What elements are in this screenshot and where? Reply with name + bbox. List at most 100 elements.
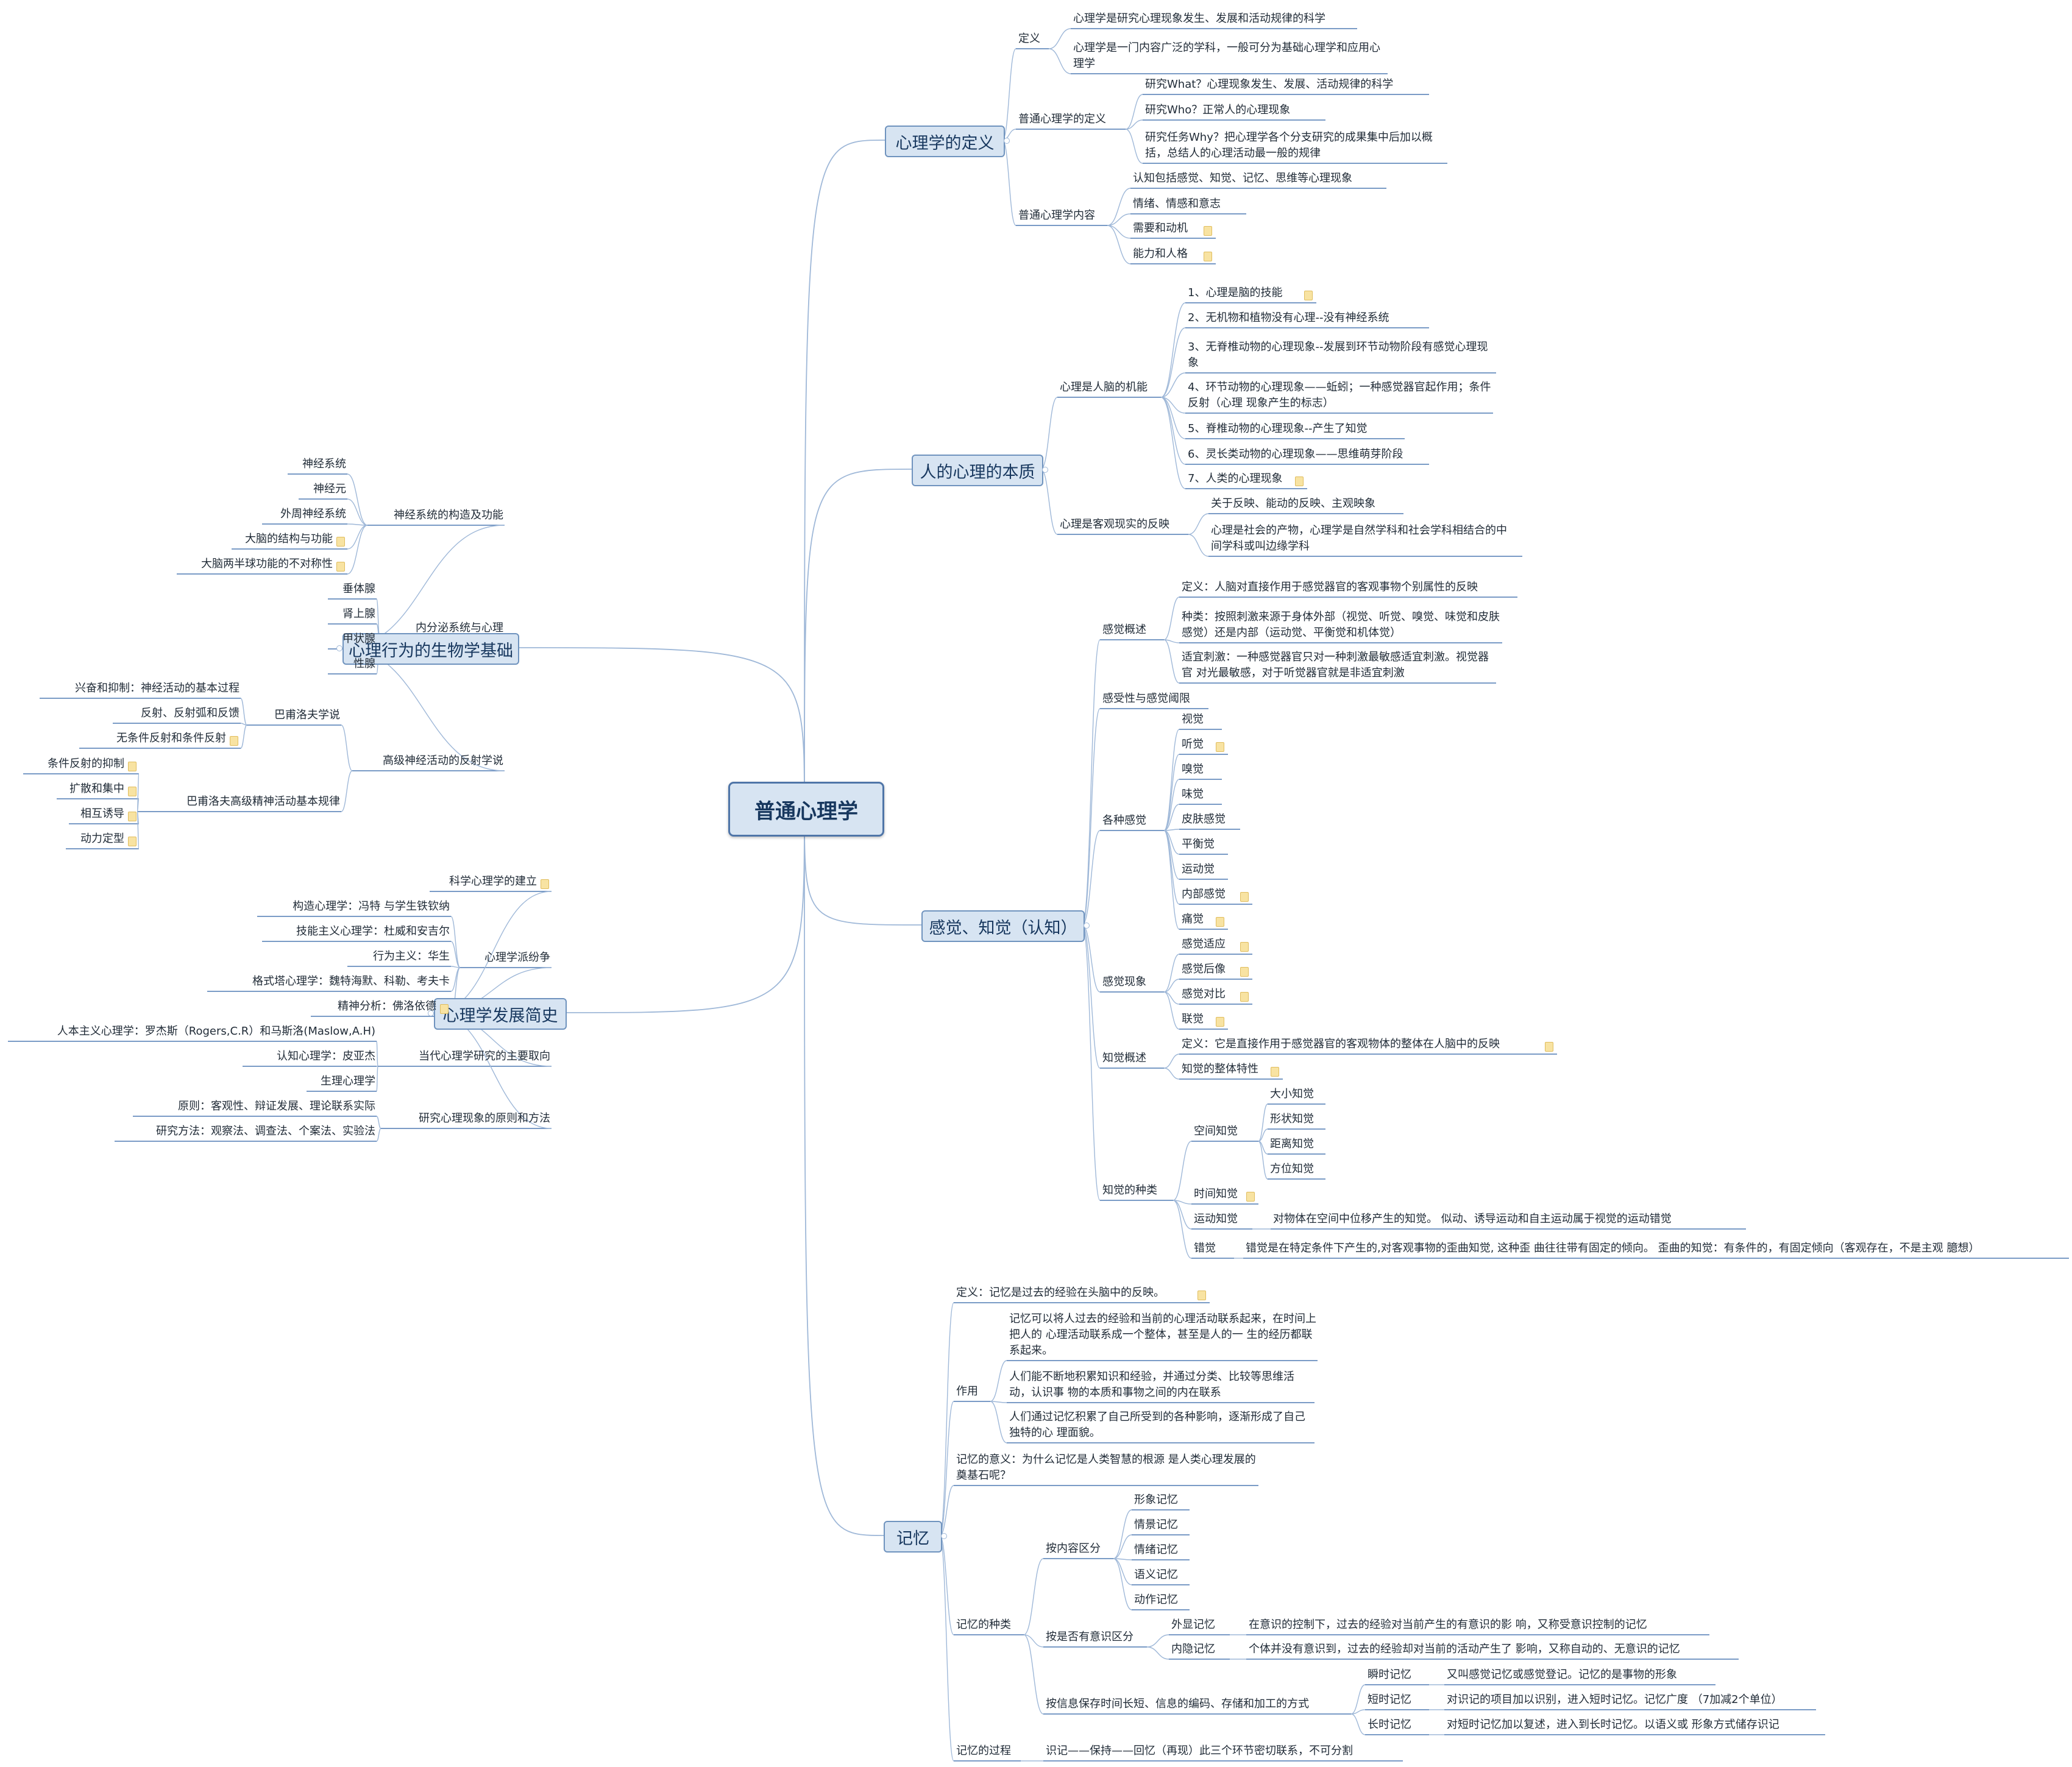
node-e-2[interactable]: 肾上腺	[342, 607, 375, 620]
note-icon[interactable]	[336, 562, 345, 572]
topic-history[interactable]: 心理学发展简史	[434, 998, 567, 1030]
node-sensory-note[interactable]: 又叫感觉记忆或感觉登记。记忆的是事物的形象	[1447, 1668, 1677, 1681]
note-icon[interactable]	[1240, 992, 1249, 1002]
node-law[interactable]: 巴甫洛夫高级精神活动基本规律	[186, 795, 340, 808]
node-n-4[interactable]: 大脑的结构与功能	[245, 533, 333, 545]
collapse-toggle[interactable]	[1042, 467, 1048, 473]
node-pc-1[interactable]: 定义：它是直接作用于感觉器官的客观物体的整体在人脑中的反映	[1182, 1038, 1500, 1050]
node-b-2[interactable]: 2、无机物和植物没有心理--没有神经系统	[1188, 311, 1389, 324]
node-def-2[interactable]: 心理学是一门内容广泛的学科，一般可分为基础心理学和应用心理学	[1073, 41, 1380, 70]
node-s-4[interactable]: 方位知觉	[1270, 1163, 1314, 1175]
topic-essence[interactable]: 人的心理的本质	[912, 455, 1043, 486]
topic-definition[interactable]: 心理学的定义	[885, 126, 1005, 157]
node-role-2[interactable]: 人们能不断地积累知识和经验，并通过分类、比较等思维活动，认识事 物的本质和事物之…	[1009, 1370, 1294, 1399]
node-k-6[interactable]: 平衡觉	[1182, 838, 1215, 851]
node-pv-2[interactable]: 反射、反射弧和反馈	[141, 707, 239, 720]
node-p-1[interactable]: 感觉适应	[1182, 938, 1226, 951]
note-icon[interactable]	[128, 812, 137, 821]
node-p-3[interactable]: 感觉对比	[1182, 988, 1226, 1000]
node-n-2[interactable]: 神经元	[313, 483, 346, 495]
node-overview[interactable]: 感觉概述	[1102, 623, 1146, 636]
note-icon[interactable]	[1295, 476, 1304, 486]
node-role-3[interactable]: 人们通过记忆积累了自己所受到的各种影响，逐渐形成了自己独特的心 理面貌。	[1009, 1411, 1305, 1439]
node-sc-2[interactable]: 技能主义心理学：杜威和安吉尔	[296, 925, 450, 938]
node-space[interactable]: 空间知觉	[1194, 1125, 1238, 1138]
node-n-1[interactable]: 神经系统	[302, 458, 346, 470]
node-general-def[interactable]: 普通心理学的定义	[1018, 113, 1106, 126]
note-icon[interactable]	[1216, 1017, 1224, 1027]
node-role-1[interactable]: 记忆可以将人过去的经验和当前的心理活动联系起来，在时间上把人的 心理活动联系成一…	[1009, 1312, 1316, 1357]
node-o-3[interactable]: 适宜刺激：一种感觉器官只对一种刺激最敏感适宜刺激。视觉器官 对光最敏感，对于听觉…	[1182, 651, 1489, 679]
node-modern[interactable]: 当代心理学研究的主要取向	[419, 1050, 550, 1063]
node-k-1[interactable]: 视觉	[1182, 713, 1204, 726]
node-def-1[interactable]: 心理学是研究心理现象发生、发展和活动规律的科学	[1073, 12, 1325, 25]
note-icon[interactable]	[1240, 942, 1249, 952]
note-icon[interactable]	[230, 736, 238, 746]
node-sc-5[interactable]: 精神分析：佛洛依德	[338, 1000, 436, 1013]
node-sc-3[interactable]: 行为主义：华生	[373, 950, 450, 963]
node-content[interactable]: 普通心理学内容	[1018, 209, 1095, 222]
node-gd-1[interactable]: 研究What？心理现象发生、发展、活动规律的科学	[1145, 78, 1394, 91]
node-b-5[interactable]: 5、脊椎动物的心理现象--产生了知觉	[1188, 422, 1368, 435]
node-c-4[interactable]: 能力和人格	[1133, 247, 1188, 260]
node-short-note[interactable]: 对识记的项目加以识别，进入短时记忆。记忆广度 （7加减2个单位）	[1447, 1693, 1783, 1706]
collapse-toggle[interactable]	[1084, 922, 1090, 929]
note-icon[interactable]	[1271, 1067, 1279, 1077]
node-pr-1[interactable]: 原则：客观性、辩证发展、理论联系实际	[178, 1100, 375, 1113]
node-gd-2[interactable]: 研究Who？正常人的心理现象	[1145, 104, 1291, 116]
node-threshold[interactable]: 感受性与感觉阈限	[1102, 692, 1190, 705]
topic-biology[interactable]: 心理行为的生物学基础	[342, 633, 519, 665]
node-o-2[interactable]: 种类：按照刺激来源于身体外部（视觉、听觉、嗅觉、味觉和皮肤感觉）还是内部（运动觉…	[1182, 611, 1500, 639]
node-bc-1[interactable]: 形象记忆	[1134, 1493, 1178, 1506]
node-bc-3[interactable]: 情绪记忆	[1134, 1543, 1178, 1556]
node-p-4[interactable]: 联觉	[1182, 1013, 1204, 1025]
note-icon[interactable]	[1240, 967, 1249, 977]
node-kinds[interactable]: 各种感觉	[1102, 814, 1146, 827]
note-icon[interactable]	[128, 762, 137, 771]
node-bc-2[interactable]: 情景记忆	[1134, 1518, 1178, 1531]
node-b-7[interactable]: 7、人类的心理现象	[1188, 472, 1283, 485]
node-founding[interactable]: 科学心理学的建立	[449, 875, 537, 888]
node-k-9[interactable]: 痛觉	[1182, 913, 1204, 926]
node-implicit-note[interactable]: 个体并没有意识到，过去的经验却对当前的活动产生了 影响，又称自动的、无意识的记忆	[1249, 1643, 1680, 1655]
node-pv-3[interactable]: 无条件反射和条件反射	[116, 732, 226, 745]
node-k-3[interactable]: 嗅觉	[1182, 763, 1204, 776]
node-b-3[interactable]: 3、无脊椎动物的心理现象--发展到环节动物阶段有感觉心理现象	[1188, 341, 1488, 369]
node-m-3[interactable]: 生理心理学	[321, 1075, 375, 1088]
node-m-2[interactable]: 认知心理学：皮亚杰	[277, 1050, 375, 1063]
node-motion[interactable]: 运动知觉	[1194, 1213, 1238, 1225]
node-principle[interactable]: 研究心理现象的原则和方法	[419, 1112, 550, 1125]
note-icon[interactable]	[440, 1004, 449, 1014]
node-motion-note[interactable]: 对物体在空间中位移产生的知觉。 似动、诱导运动和自主运动属于视觉的运动错觉	[1273, 1213, 1672, 1225]
node-nerve[interactable]: 神经系统的构造及功能	[394, 509, 503, 522]
node-long-note[interactable]: 对短时记忆加以复述，进入到长时记忆。以语义或 形象方式储存识记	[1447, 1718, 1779, 1731]
node-short[interactable]: 短时记忆	[1368, 1693, 1411, 1706]
node-e-1[interactable]: 垂体腺	[342, 583, 375, 595]
node-time[interactable]: 时间知觉	[1194, 1188, 1238, 1200]
node-c-2[interactable]: 情绪、情感和意志	[1133, 197, 1221, 210]
node-def-label[interactable]: 定义	[1018, 32, 1040, 45]
note-icon[interactable]	[1204, 252, 1212, 261]
node-sc-4[interactable]: 格式塔心理学：魏特海默、科勒、考夫卡	[252, 975, 450, 988]
node-m-1[interactable]: 人本主义心理学：罗杰斯（Rogers,C.R）和马斯洛(Maslow,A.H)	[57, 1025, 375, 1038]
collapse-toggle[interactable]	[941, 1533, 947, 1539]
note-icon[interactable]	[1545, 1042, 1553, 1052]
node-illusion-note[interactable]: 错觉是在特定条件下产生的,对客观事物的歪曲知觉, 这种歪 曲往往带有固定的倾向。…	[1246, 1242, 1980, 1255]
note-icon[interactable]	[1246, 1192, 1255, 1202]
node-b-1[interactable]: 1、心理是脑的技能	[1188, 286, 1283, 299]
collapse-toggle[interactable]	[336, 645, 342, 651]
node-explicit-note[interactable]: 在意识的控制下，过去的经验对当前产生的有意识的影 响，又称受意识控制的记忆	[1249, 1618, 1647, 1631]
node-role[interactable]: 作用	[956, 1385, 978, 1398]
note-icon[interactable]	[128, 837, 137, 846]
node-sensory[interactable]: 瞬时记忆	[1368, 1668, 1411, 1681]
node-k-5[interactable]: 皮肤感觉	[1182, 813, 1226, 826]
note-icon[interactable]	[128, 787, 137, 796]
collapse-toggle[interactable]	[1004, 138, 1010, 144]
note-icon[interactable]	[541, 879, 549, 889]
node-o-1[interactable]: 定义：人脑对直接作用于感觉器官的客观事物个别属性的反映	[1182, 581, 1478, 593]
node-gd-3[interactable]: 研究任务Why？把心理学各个分支研究的成果集中后加以概括，总结人的心理活动最一般…	[1145, 131, 1433, 160]
node-s-1[interactable]: 大小知觉	[1270, 1088, 1314, 1100]
node-by-conscious[interactable]: 按是否有意识区分	[1046, 1631, 1134, 1643]
node-reflect[interactable]: 心理是客观现实的反映	[1060, 518, 1169, 531]
note-icon[interactable]	[336, 537, 345, 547]
